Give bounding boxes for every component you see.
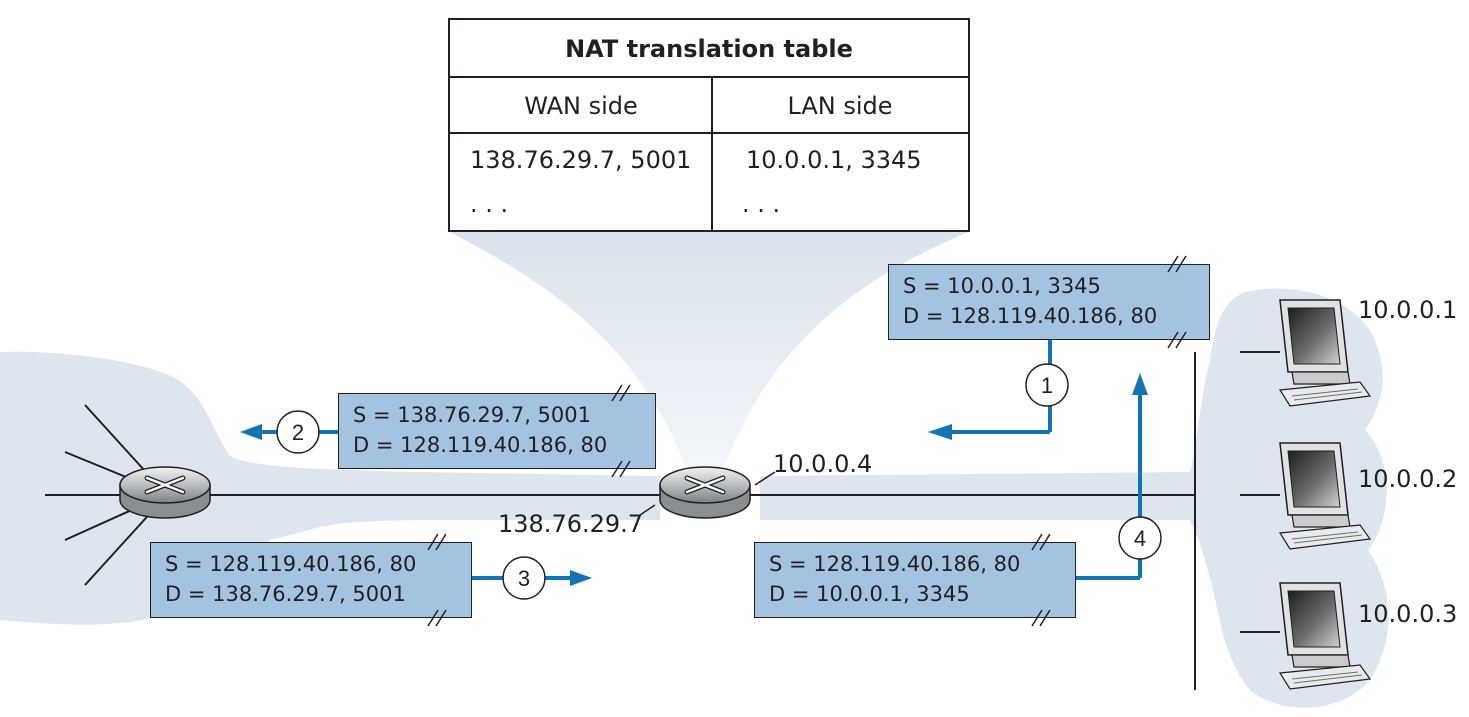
router-wan-address: 138.76.29.7 xyxy=(498,510,644,538)
packet-box-1: S = 10.0.0.1, 3345 D = 128.119.40.186, 8… xyxy=(888,264,1210,340)
step-number: 2 xyxy=(292,420,304,445)
step-circle-2: 2 xyxy=(276,410,320,454)
internet-router-icon xyxy=(119,466,211,519)
host-computer-icon xyxy=(1278,442,1372,550)
zoom-cone xyxy=(450,232,968,480)
step-number: 4 xyxy=(1134,526,1146,551)
table-divider xyxy=(711,78,713,230)
wan-entry: 138.76.29.7, 5001 xyxy=(470,146,692,174)
packet-box-2: S = 138.76.29.7, 5001 D = 128.119.40.186… xyxy=(338,393,656,469)
nat-table-title: NAT translation table xyxy=(450,20,968,78)
lan-cloud xyxy=(760,288,1389,708)
lan-more-rows: . . . xyxy=(742,190,781,218)
host-computer-icon xyxy=(1278,299,1372,407)
step-circle-4: 4 xyxy=(1118,516,1162,560)
lan-entry: 10.0.0.1, 3345 xyxy=(746,146,922,174)
packet-destination: D = 10.0.0.1, 3345 xyxy=(769,582,970,606)
nat-router-icon xyxy=(659,466,751,519)
packet-box-4: S = 128.119.40.186, 80 D = 10.0.0.1, 334… xyxy=(754,542,1076,618)
step-number: 3 xyxy=(518,566,530,591)
packet-source: S = 138.76.29.7, 5001 xyxy=(353,403,591,427)
host-3-address: 10.0.0.3 xyxy=(1358,600,1458,628)
host-computer-icon xyxy=(1278,582,1372,690)
wan-side-header: WAN side xyxy=(450,78,712,134)
packet-source: S = 128.119.40.186, 80 xyxy=(769,552,1021,576)
wan-more-rows: . . . xyxy=(470,190,509,218)
router-lan-address: 10.0.0.4 xyxy=(773,450,873,478)
nat-translation-table: NAT translation table WAN side LAN side … xyxy=(448,18,970,232)
step-circle-1: 1 xyxy=(1025,363,1069,407)
packet-source: S = 10.0.0.1, 3345 xyxy=(903,274,1101,298)
packet-source: S = 128.119.40.186, 80 xyxy=(165,552,417,576)
step-number: 1 xyxy=(1041,373,1053,398)
packet-box-3: S = 128.119.40.186, 80 D = 138.76.29.7, … xyxy=(150,542,472,618)
packet-destination: D = 128.119.40.186, 80 xyxy=(903,304,1158,328)
lan-side-header: LAN side xyxy=(712,78,968,134)
host-2-address: 10.0.0.2 xyxy=(1358,465,1458,493)
host-1-address: 10.0.0.1 xyxy=(1358,296,1458,324)
packet-destination: D = 128.119.40.186, 80 xyxy=(353,433,608,457)
step-circle-3: 3 xyxy=(502,556,546,600)
packet-destination: D = 138.76.29.7, 5001 xyxy=(165,582,406,606)
